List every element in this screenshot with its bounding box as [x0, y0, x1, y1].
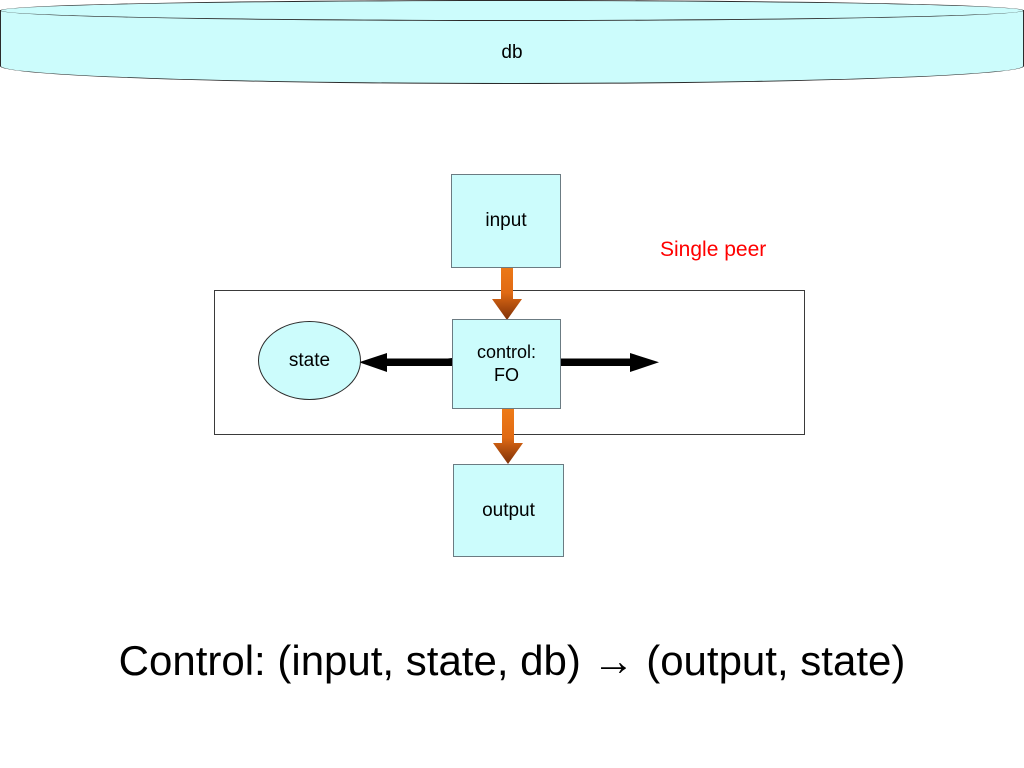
single-peer-label: Single peer [660, 238, 767, 261]
slide-caption: Control: (input, state, db) → (output, s… [118, 637, 906, 684]
db-cylinder-body [0, 10, 1024, 84]
node-control-label-line2: FO [494, 365, 519, 385]
node-control[interactable]: control: FO [452, 319, 561, 409]
node-output[interactable]: output [453, 464, 564, 557]
node-control-label: control: FO [477, 342, 536, 385]
node-state-label: state [288, 349, 331, 371]
node-db[interactable]: db [0, 0, 1024, 84]
node-input[interactable]: input [451, 174, 561, 268]
node-db-label: db [501, 42, 523, 63]
node-control-label-line1: control: [476, 342, 537, 363]
node-state[interactable]: state [258, 321, 361, 400]
node-output-label: output [482, 499, 535, 521]
node-input-label: input [485, 210, 527, 232]
db-cylinder-top [0, 0, 1024, 21]
